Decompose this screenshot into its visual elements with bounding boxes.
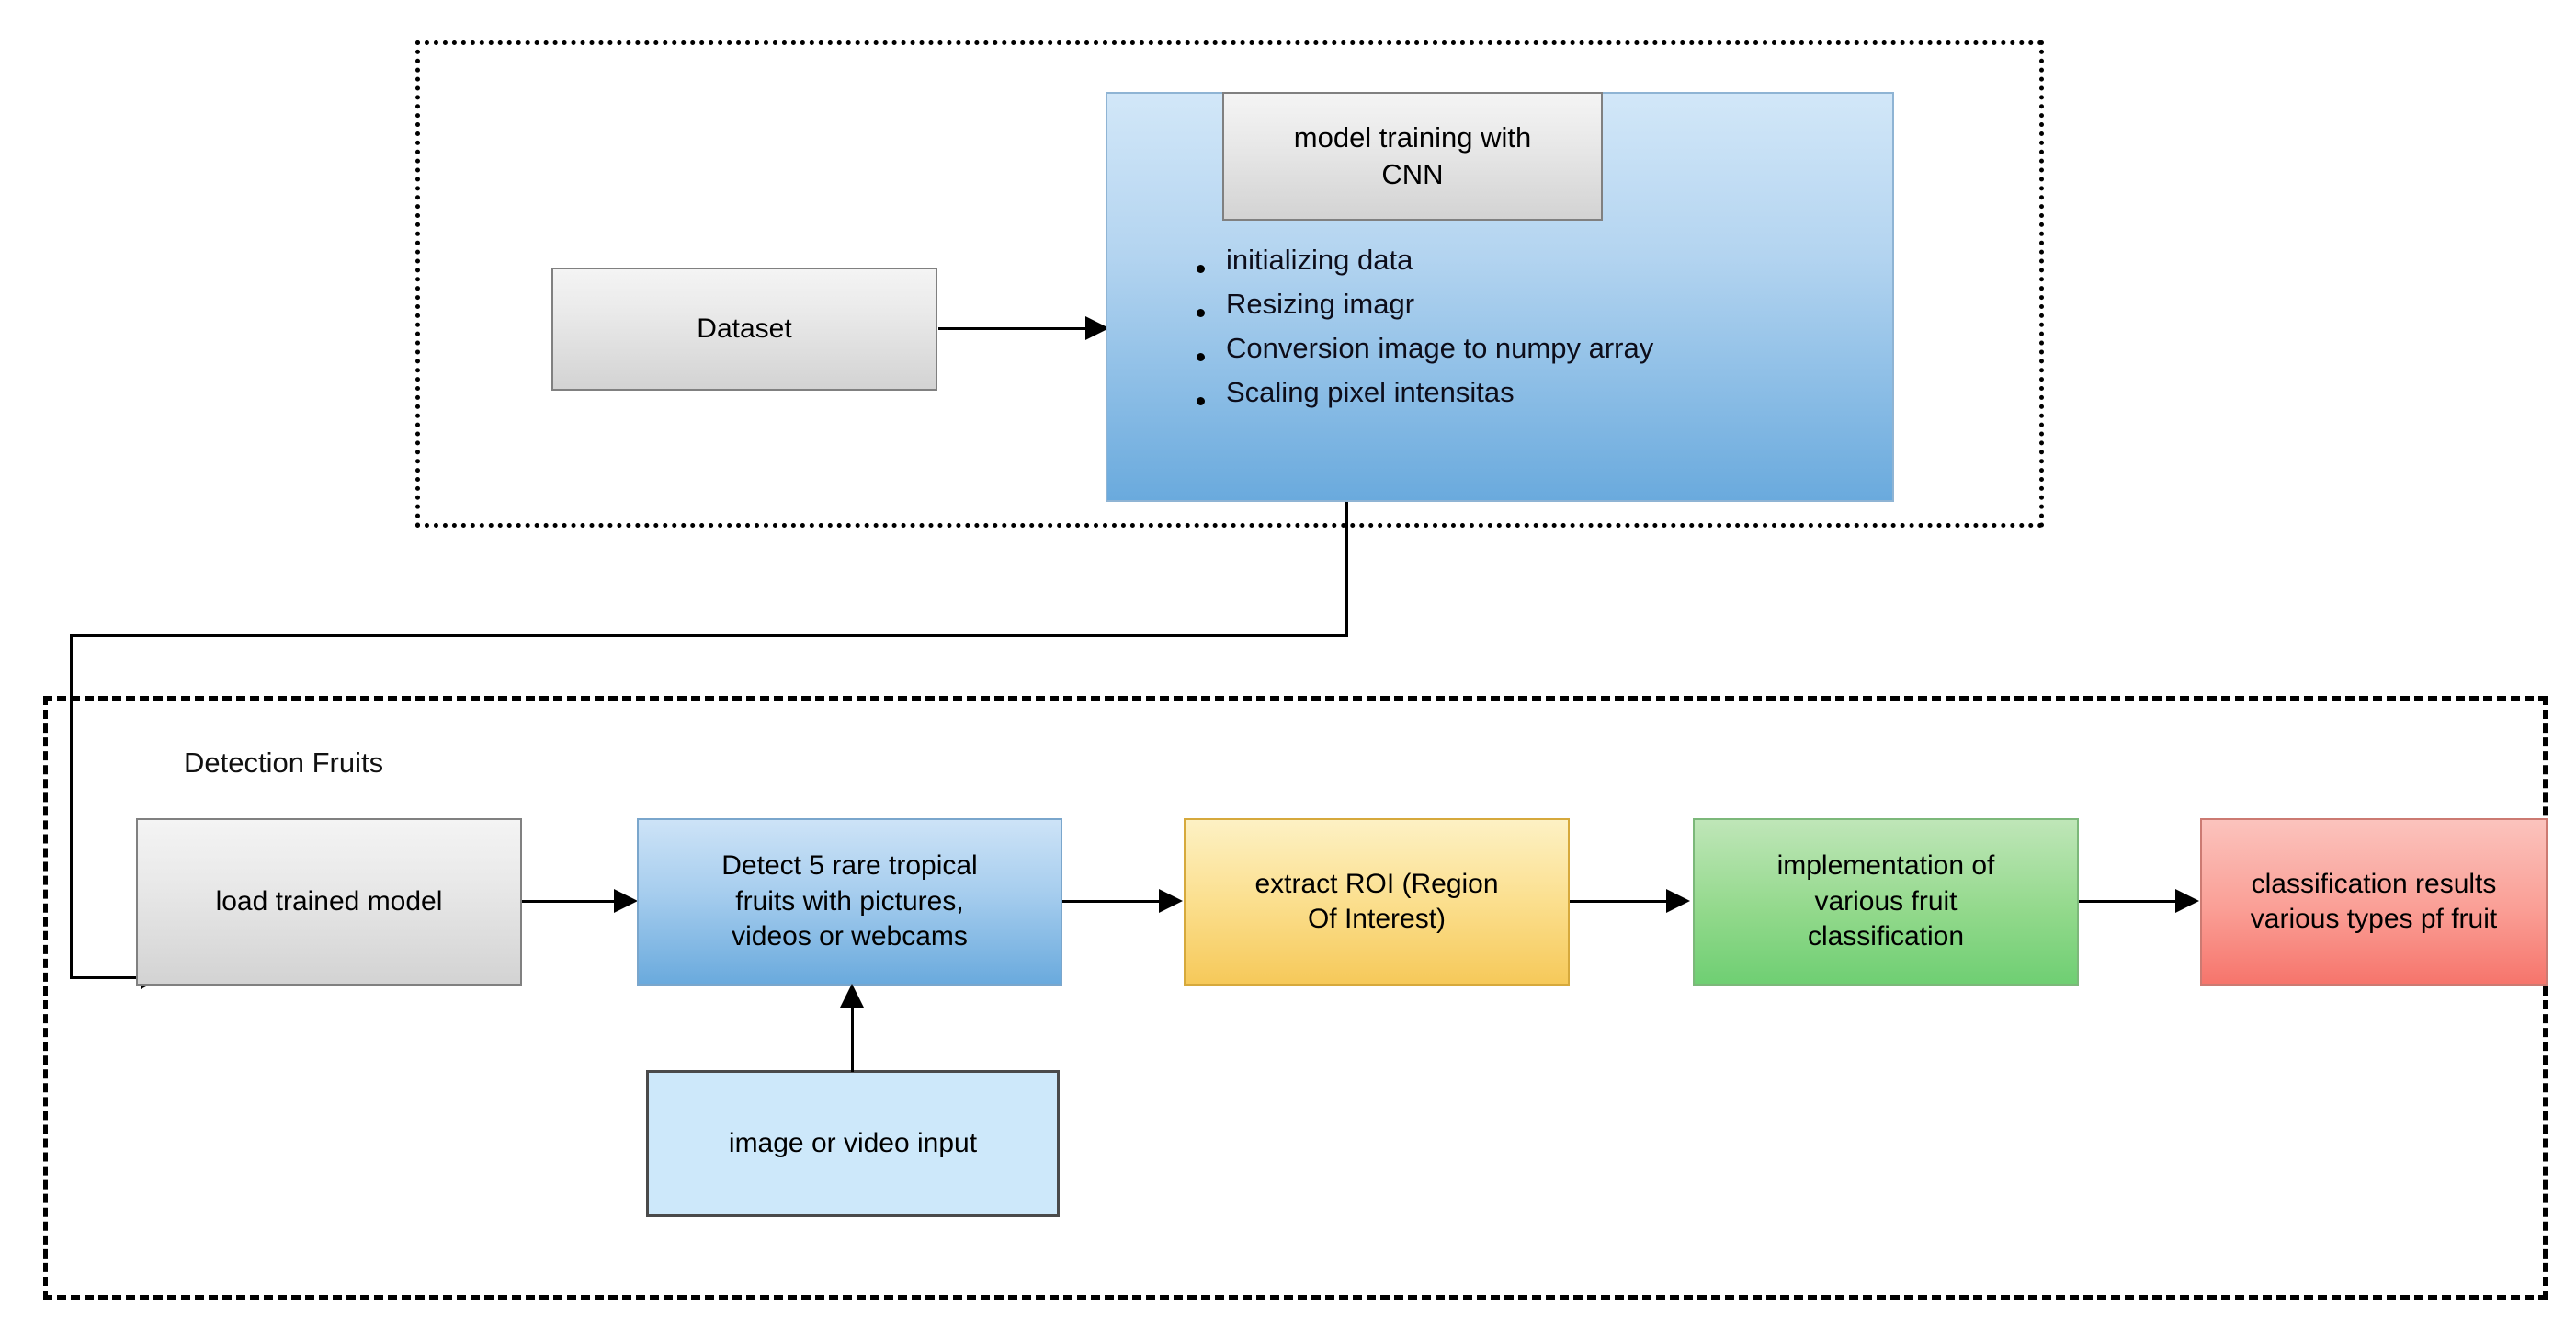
node-dataset[interactable]: Dataset bbox=[551, 268, 937, 391]
edge-implementation-to-results-arrowhead bbox=[2175, 889, 2199, 913]
node-cnn-training-label: model training with CNN bbox=[1293, 121, 1532, 190]
edge-dataset-to-training-line bbox=[938, 327, 1090, 330]
node-detect-fruits[interactable]: Detect 5 rare tropical fruits with pictu… bbox=[637, 818, 1062, 986]
edge-roi-to-implementation-line bbox=[1570, 900, 1671, 903]
detection-group-container bbox=[43, 696, 2548, 1300]
edge-input-to-detect-arrowhead bbox=[840, 984, 864, 1008]
node-classification-results-label: classification results various types pf … bbox=[2250, 868, 2498, 934]
training-step-item: initializing data bbox=[1186, 241, 1866, 279]
edge-dataset-to-training-arrowhead bbox=[1085, 316, 1109, 340]
edge-implementation-to-results-line bbox=[2079, 900, 2180, 903]
node-load-trained-model-label: load trained model bbox=[215, 885, 443, 917]
training-step-label: initializing data bbox=[1226, 244, 1413, 276]
training-steps-list: initializing data Resizing imagr Convers… bbox=[1186, 241, 1866, 416]
training-step-label: Resizing imagr bbox=[1226, 287, 1415, 320]
training-step-label: Scaling pixel intensitas bbox=[1226, 375, 1515, 408]
edge-training-to-load-segment-2 bbox=[70, 634, 1348, 637]
training-step-label: Conversion image to numpy array bbox=[1226, 331, 1654, 364]
node-extract-roi-label: extract ROI (Region Of Interest) bbox=[1254, 868, 1499, 934]
edge-detect-to-roi-line bbox=[1062, 900, 1163, 903]
node-load-trained-model[interactable]: load trained model bbox=[136, 818, 522, 986]
node-implementation-label: implementation of various fruit classifi… bbox=[1776, 850, 1995, 952]
node-image-video-input-label: image or video input bbox=[728, 1127, 978, 1158]
detection-group-label: Detection Fruits bbox=[184, 746, 384, 779]
edge-detect-to-roi-arrowhead bbox=[1159, 889, 1183, 913]
edge-load-to-detect-line bbox=[522, 900, 618, 903]
node-classification-results[interactable]: classification results various types pf … bbox=[2200, 818, 2548, 986]
training-step-item: Conversion image to numpy array bbox=[1186, 329, 1866, 368]
node-image-video-input[interactable]: image or video input bbox=[646, 1070, 1060, 1217]
edge-training-to-load-segment-4 bbox=[70, 976, 145, 979]
edge-roi-to-implementation-arrowhead bbox=[1666, 889, 1690, 913]
node-extract-roi[interactable]: extract ROI (Region Of Interest) bbox=[1184, 818, 1570, 986]
training-step-item: Resizing imagr bbox=[1186, 285, 1866, 324]
training-step-item: Scaling pixel intensitas bbox=[1186, 373, 1866, 412]
edge-training-to-load-segment-1 bbox=[1345, 502, 1348, 637]
node-cnn-training[interactable]: model training with CNN bbox=[1222, 92, 1603, 221]
node-implementation[interactable]: implementation of various fruit classifi… bbox=[1693, 818, 2079, 986]
training-group-container bbox=[415, 40, 2044, 528]
edge-load-to-detect-arrowhead bbox=[614, 889, 638, 913]
edge-input-to-detect-line bbox=[851, 1002, 854, 1072]
node-detect-fruits-label: Detect 5 rare tropical fruits with pictu… bbox=[721, 850, 978, 952]
edge-training-to-load-segment-3 bbox=[70, 634, 73, 978]
node-dataset-label: Dataset bbox=[697, 313, 792, 344]
